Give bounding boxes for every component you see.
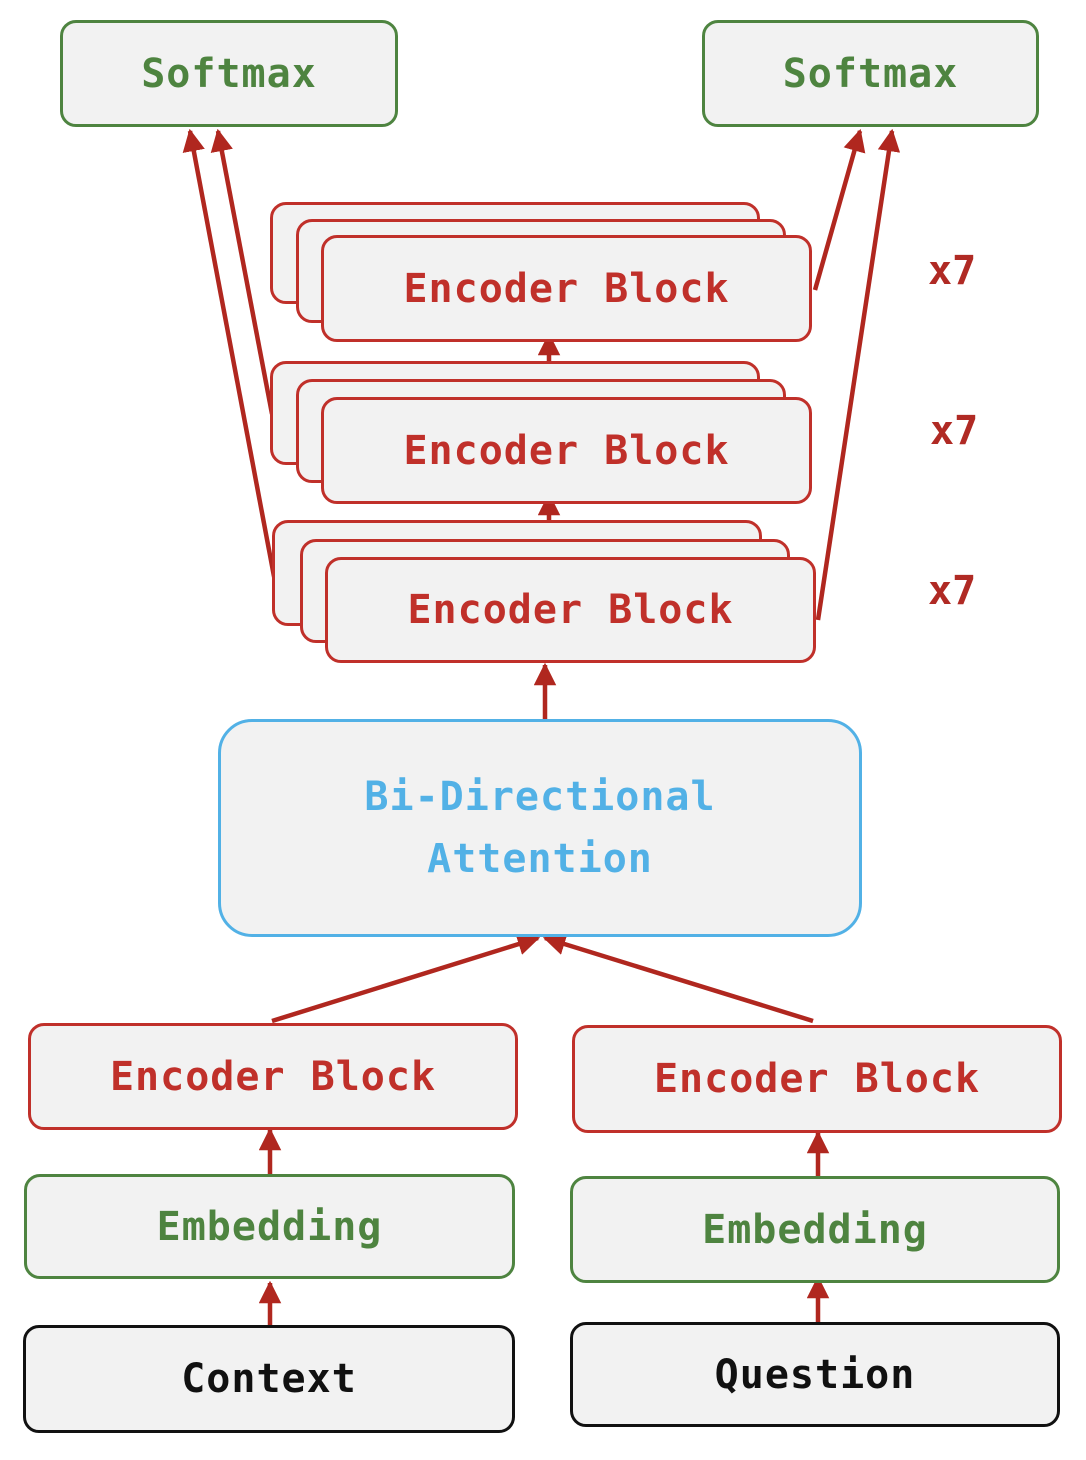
- left-encoder-block: Encoder Block: [28, 1023, 518, 1130]
- bi-directional-attention-box: Bi-Directional Attention: [218, 719, 862, 937]
- arrow-encoder-left-to-attention: [271, 933, 541, 1024]
- arrow-encoder-right-to-attention: [542, 933, 814, 1024]
- stack-1-multiplier: x7: [928, 248, 977, 294]
- stack-1-encoder-block: Encoder Block: [321, 235, 812, 342]
- softmax-right-box: Softmax: [702, 20, 1039, 127]
- attention-line-2: Attention: [427, 836, 653, 882]
- arrow-stack-2-to-softmax-left: [210, 128, 275, 415]
- arrow-stack-3-to-softmax-right: [815, 128, 901, 621]
- stack-3-encoder-block: Encoder Block: [325, 557, 816, 663]
- stack-3-multiplier: x7: [928, 568, 977, 614]
- stack-2-multiplier: x7: [930, 408, 979, 454]
- right-embedding-box: Embedding: [570, 1176, 1060, 1283]
- question-input-box: Question: [570, 1322, 1060, 1427]
- context-input-box: Context: [23, 1325, 515, 1433]
- arrow-stack-3-to-softmax-left: [182, 128, 279, 588]
- softmax-left-box: Softmax: [60, 20, 398, 127]
- arrow-stack-1-to-softmax-right: [812, 128, 866, 291]
- stack-2-encoder-block: Encoder Block: [321, 397, 812, 504]
- attention-line-1: Bi-Directional: [364, 774, 716, 820]
- left-embedding-box: Embedding: [24, 1174, 515, 1279]
- right-encoder-block: Encoder Block: [572, 1025, 1062, 1133]
